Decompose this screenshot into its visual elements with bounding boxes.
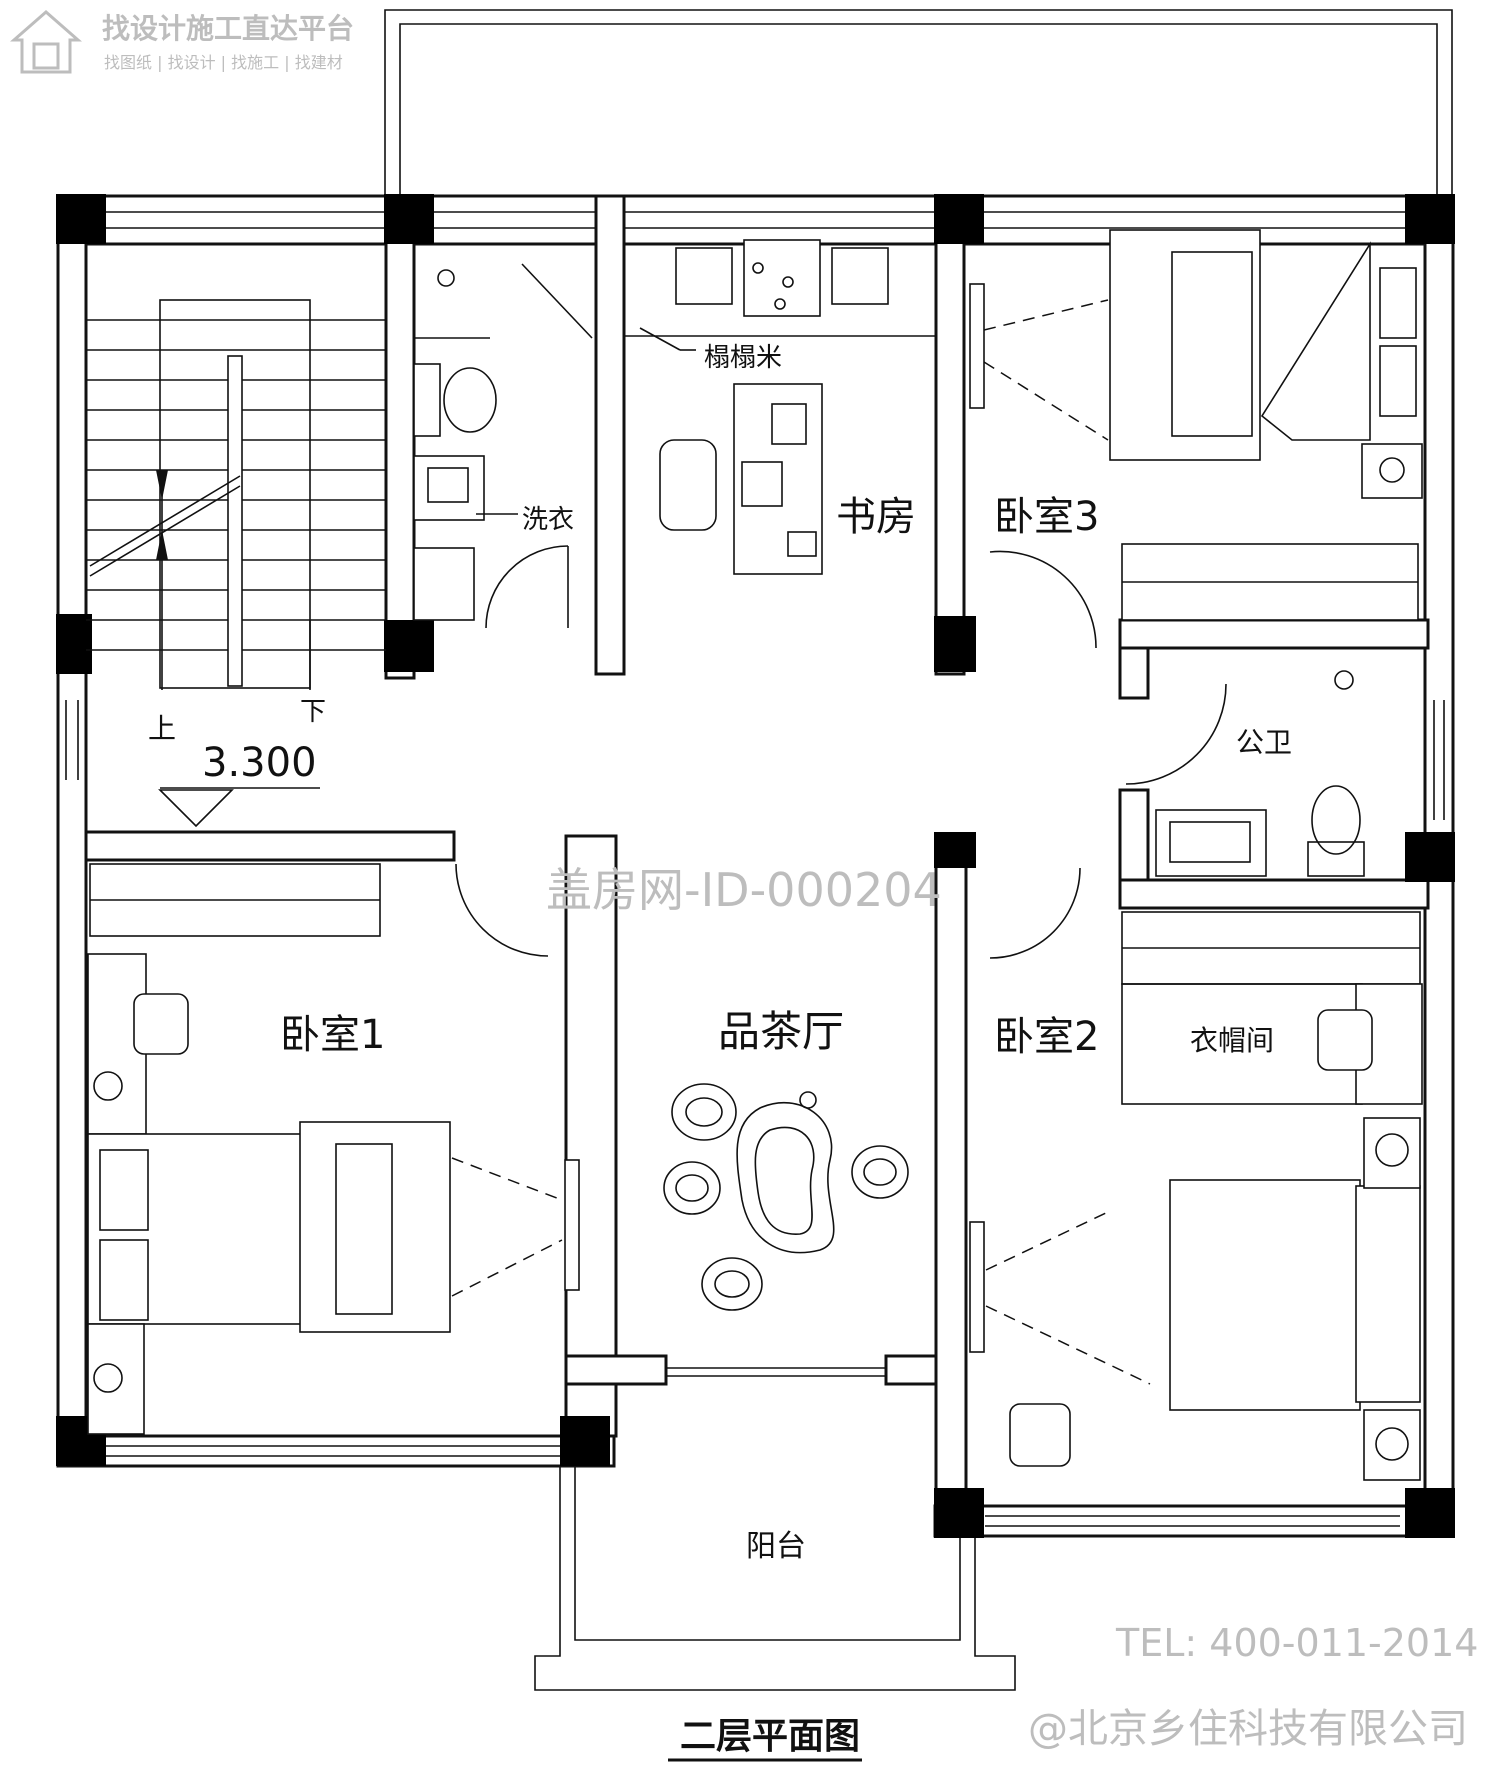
balcony-label: 阳台	[746, 1529, 806, 1564]
contact-company: @北京乡住科技有限公司	[1028, 1706, 1468, 1752]
structural-columns	[56, 194, 1455, 1538]
drawing-title: 二层平面图	[680, 1716, 860, 1757]
public-bath-fixtures	[1125, 670, 1365, 877]
roof-terrace	[384, 9, 1453, 196]
staircase	[86, 299, 386, 690]
house-logo-icon	[10, 10, 82, 74]
laundry-area	[413, 263, 593, 629]
tea-room-label: 品茶厅	[718, 1007, 844, 1056]
study-label: 书房	[836, 494, 916, 540]
bedroom1-label: 卧室1	[280, 1012, 385, 1058]
elevation-marker	[158, 787, 320, 828]
tatami-label: 榻榻米	[704, 343, 782, 373]
contact-tel: TEL: 400-011-2014	[1115, 1621, 1478, 1665]
bedroom3-label: 卧室3	[994, 494, 1099, 540]
cloakroom-label: 衣帽间	[1190, 1024, 1274, 1057]
bedroom1-furniture	[87, 863, 580, 1435]
bedroom3-furniture	[969, 229, 1423, 649]
bedroom2-label: 卧室2	[994, 1014, 1099, 1060]
stair-up-label: 上	[148, 712, 176, 745]
logo-title: 找设计施工直达平台	[102, 12, 354, 45]
tea-room-furniture	[663, 1083, 909, 1311]
logo-subtitle: 找图纸 | 找设计 | 找施工 | 找建材	[104, 53, 343, 72]
watermark-id: 盖房网-ID-000204	[546, 863, 942, 917]
laundry-label: 洗衣	[522, 505, 574, 535]
study-furniture	[624, 239, 936, 575]
public-bath-label: 公卫	[1236, 726, 1292, 759]
elevation-label: 3.300	[202, 740, 317, 786]
stair-down-label: 下	[300, 697, 326, 727]
bedroom2-furniture	[969, 867, 1423, 1481]
